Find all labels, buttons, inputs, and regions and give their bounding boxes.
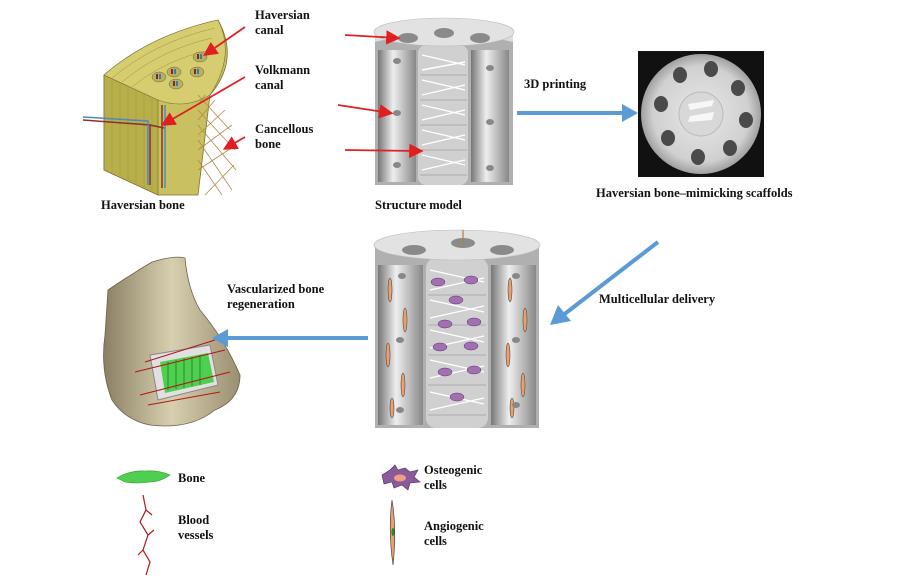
label-multicellular-delivery: Multicellular delivery	[599, 292, 716, 306]
label-vascularized-regeneration: Vascularized bone regeneration	[227, 282, 325, 311]
lattice-struts	[421, 54, 466, 171]
osteogenic-cells-in-scaffold	[430, 275, 482, 402]
caption-scaffolds: Haversian bone–mimicking scaffolds	[596, 186, 793, 200]
cancellous-lattice	[197, 94, 237, 196]
callout-haversian-canal: Haversian canal	[255, 8, 310, 37]
legend-label-angiogenic-cells: Angiogenic cells	[424, 519, 484, 548]
process-arrows	[212, 104, 660, 347]
legend-label-blood-vessels: Blood vessels	[178, 513, 214, 542]
cell-loaded-scaffold-illustration	[373, 229, 541, 428]
callout-cancellous-bone: Cancellous bone	[255, 122, 314, 151]
arrow-multicellular-delivery	[550, 240, 660, 325]
haversian-callout-arrows	[160, 26, 246, 150]
callout-volkmann-canal: Volkmann canal	[255, 63, 311, 92]
scaffold-photo	[638, 51, 764, 177]
caption-structure-model: Structure model	[375, 198, 462, 212]
arrow-3d-printing	[517, 104, 638, 122]
femur-illustration	[103, 256, 241, 427]
legend-icons	[116, 464, 421, 576]
arrow-vascularized-regeneration	[212, 329, 368, 347]
implanted-scaffold	[134, 339, 231, 406]
legend-label-bone: Bone	[178, 471, 206, 485]
angiogenic-cell-icon	[389, 499, 396, 566]
caption-haversian-bone: Haversian bone	[101, 198, 185, 212]
legend-label-osteogenic-cells: Osteogenic cells	[424, 463, 483, 492]
blood-vessel-icon	[137, 494, 155, 576]
osteogenic-cell-icon	[381, 464, 421, 491]
haversian-bone-illustration	[82, 19, 246, 196]
bone-icon	[116, 470, 171, 484]
label-3d-printing: 3D printing	[524, 77, 587, 91]
angiogenic-cells-in-scaffold	[385, 277, 528, 419]
structure-callout-arrows	[337, 30, 424, 159]
structure-model-illustration	[337, 17, 515, 185]
